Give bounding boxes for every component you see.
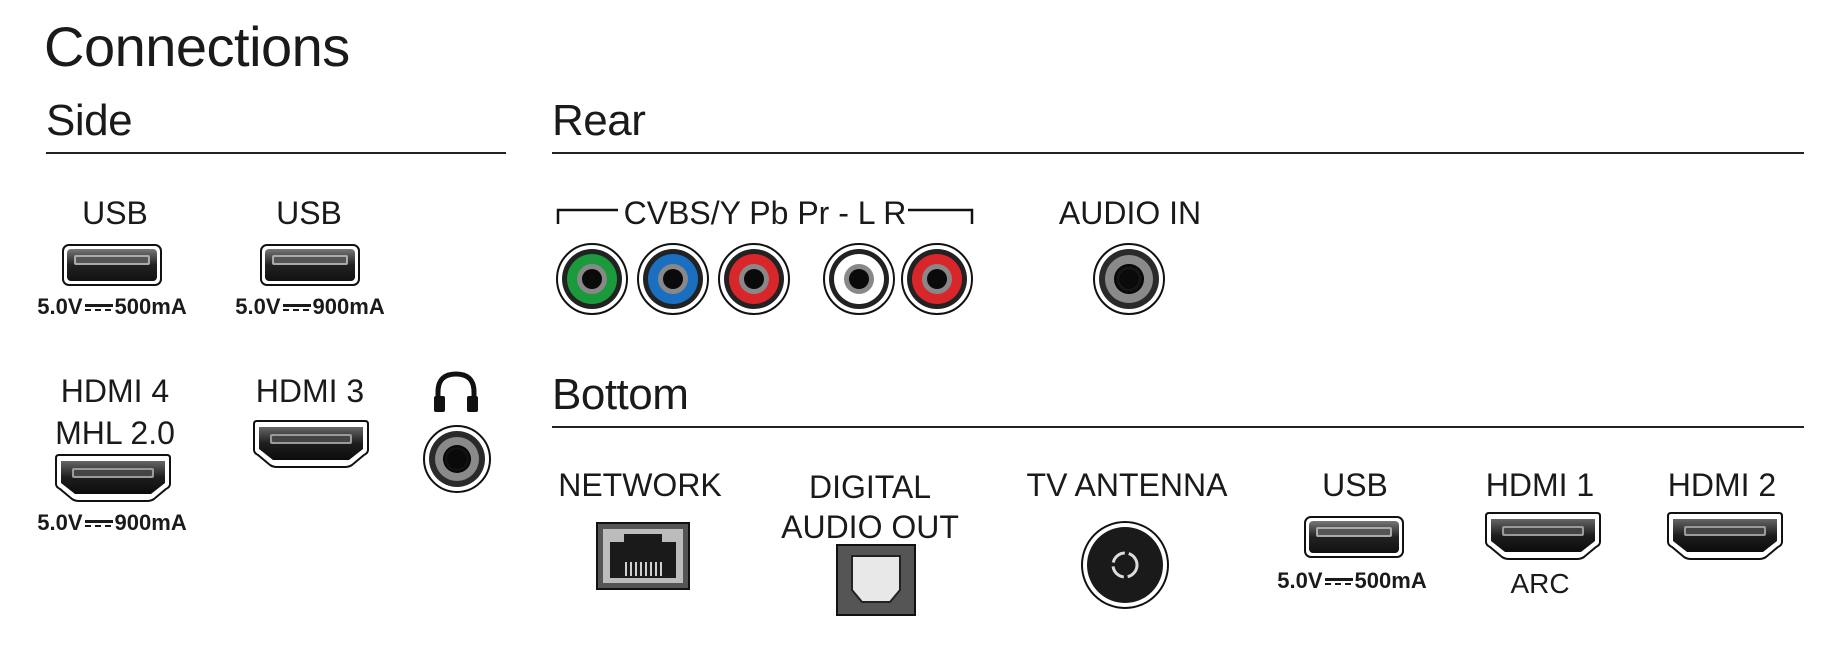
- dc-symbol-icon: [84, 519, 113, 529]
- dc-symbol-icon: [282, 303, 311, 313]
- antenna-port-icon: [1081, 521, 1169, 609]
- jack-green-icon: [556, 243, 628, 315]
- side-hdmi3-port-icon: [253, 420, 369, 468]
- side-usb1-spec: 5.0V 500mA: [22, 294, 202, 320]
- component-label: CVBS/Y Pb Pr - L R: [623, 195, 907, 231]
- side-usb1-port-icon: [62, 244, 162, 286]
- digital-audio-sublabel: AUDIO OUT: [781, 509, 959, 545]
- dc-symbol-icon: [1324, 577, 1353, 587]
- side-hdmi4-port-icon: [55, 454, 171, 502]
- side-headphone-jack-icon: [423, 425, 491, 493]
- hdmi2-port-icon: [1667, 512, 1783, 560]
- spec-voltage: 5.0V: [1277, 568, 1323, 593]
- side-hdmi4-spec: 5.0V 900mA: [22, 510, 202, 536]
- spec-current: 500mA: [1354, 568, 1427, 593]
- section-bottom-divider: [552, 426, 1804, 428]
- jack-red-icon: [718, 243, 790, 315]
- section-bottom-heading: Bottom: [552, 370, 689, 419]
- section-side-heading: Side: [46, 96, 133, 145]
- ethernet-port-icon: [596, 522, 690, 590]
- optical-port-icon: [836, 544, 916, 616]
- headphone-icon: [434, 371, 478, 412]
- section-side-divider: [46, 152, 506, 154]
- audio-in-label: AUDIO IN: [1058, 195, 1202, 231]
- spec-current: 900mA: [312, 294, 385, 319]
- hdmi1-arc-label: ARC: [1510, 568, 1570, 599]
- side-usb2-label: USB: [276, 195, 342, 231]
- page-title: Connections: [44, 15, 350, 78]
- spec-current: 500mA: [114, 294, 187, 319]
- side-hdmi4-label: HDMI 4: [60, 373, 170, 409]
- bottom-usb-port-icon: [1304, 516, 1404, 558]
- bottom-usb-spec: 5.0V 500mA: [1262, 568, 1442, 594]
- hdmi1-label: HDMI 1: [1485, 467, 1595, 503]
- rear-component-jacks: [556, 243, 973, 315]
- spec-current: 900mA: [114, 510, 187, 535]
- dc-symbol-icon: [84, 303, 113, 313]
- side-usb1-label: USB: [82, 195, 148, 231]
- audio-in-jack-icon: [1093, 243, 1165, 315]
- spec-voltage: 5.0V: [235, 294, 281, 319]
- spec-voltage: 5.0V: [37, 510, 83, 535]
- side-usb2-spec: 5.0V 900mA: [220, 294, 400, 320]
- section-rear-divider: [552, 152, 1804, 154]
- section-rear-heading: Rear: [552, 96, 646, 145]
- side-hdmi4-sublabel: MHL 2.0: [55, 415, 175, 451]
- jack-blue-icon: [637, 243, 709, 315]
- bottom-usb-label: USB: [1322, 467, 1388, 503]
- jack-audio-r-red-icon: [901, 243, 973, 315]
- digital-audio-label: DIGITAL: [808, 469, 932, 505]
- network-label: NETWORK: [558, 467, 722, 503]
- hdmi1-port-icon: [1485, 512, 1601, 560]
- jack-audio-l-white-icon: [823, 243, 895, 315]
- tv-antenna-label: TV ANTENNA: [1026, 467, 1228, 503]
- hdmi2-label: HDMI 2: [1667, 467, 1777, 503]
- component-bracket: [556, 208, 974, 224]
- side-hdmi3-label: HDMI 3: [255, 373, 365, 409]
- spec-voltage: 5.0V: [37, 294, 83, 319]
- side-usb2-port-icon: [260, 244, 360, 286]
